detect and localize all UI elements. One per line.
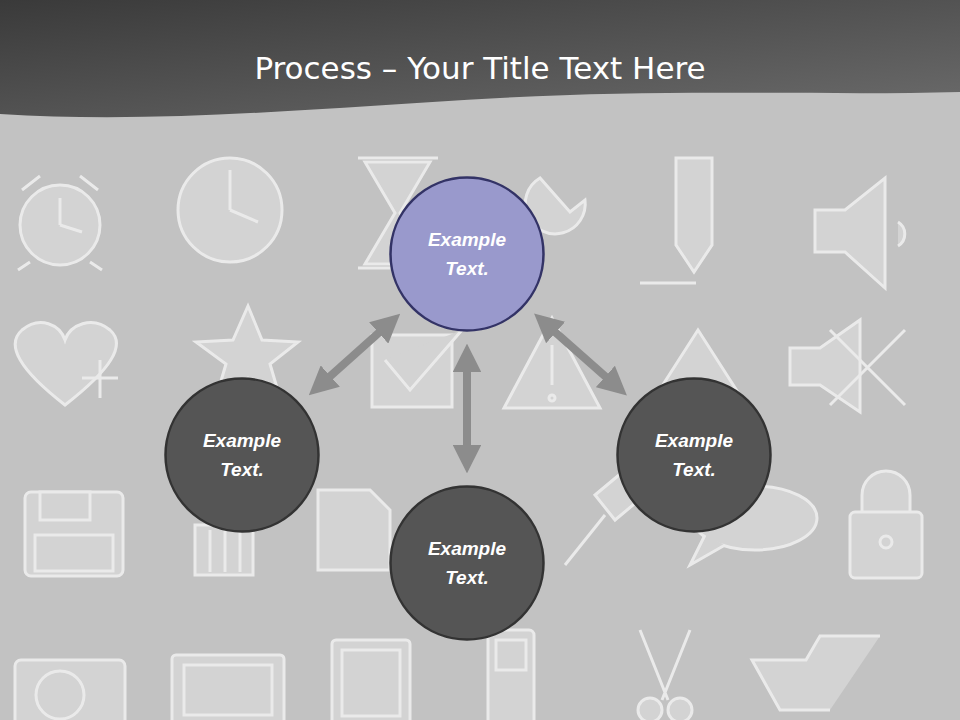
clock-icon [178,158,282,262]
circle-shape [618,379,771,532]
floppy-icon [40,492,90,520]
heart-plus-icon [82,360,118,398]
scissors-icon [640,630,690,700]
tablet-icon [332,640,410,720]
pencil-icon [640,158,712,283]
cart-icon [752,636,880,710]
scissors-icon [638,630,692,720]
process-circle: Example Text. [164,377,320,533]
phone-icon [488,630,534,720]
pushpin-icon [565,515,605,565]
monitor-icon [184,665,272,715]
floppy-icon [25,492,123,576]
lock-icon [862,471,910,512]
circle-outline [389,485,545,641]
speaker-icon [815,178,885,288]
alarm-clock-icon [18,262,102,270]
lock-icon [880,536,892,548]
alarm-clock-icon [22,176,98,190]
document-icon [318,490,390,570]
double-arrow [320,323,390,385]
process-circle: Example Text. [616,377,772,533]
icon-watermark [15,158,922,720]
node-text: Example Text. [411,225,523,283]
circle-shape [391,487,544,640]
speech-bubble-icon [690,535,725,565]
process-circle: Example Text. [389,176,545,332]
speaker-icon [898,222,905,246]
camera-icon [15,660,125,720]
phone-icon [496,640,526,670]
scissors-icon [668,698,692,720]
floppy-icon [35,535,113,571]
alarm-clock-icon [20,185,100,265]
heart-plus-icon [15,323,118,405]
speaker-icon [815,178,905,288]
camera-icon [36,671,84,719]
columns-icon [210,530,240,572]
header-band [0,0,960,117]
alarm-clock-icon [59,198,62,225]
cart-icon [752,636,880,710]
pencil-icon [676,158,712,272]
mute-icon [790,320,860,412]
clock-icon [229,170,232,210]
lock-icon [850,512,922,578]
lock-icon [850,471,922,578]
circle-outline [616,377,772,533]
tablet-icon [332,640,410,720]
clock-icon [230,210,258,222]
monitor-icon [172,655,284,720]
checkbox-icon [385,330,462,390]
mute-icon [790,320,905,412]
alarm-clock-icon [60,225,82,232]
alarm-clock-icon [18,176,102,270]
warning-icon [549,395,555,401]
clock-icon [178,158,282,262]
double-arrow [463,358,471,459]
scissors-icon [638,698,662,720]
node-text: Example Text. [638,426,750,484]
circle-shape [391,178,544,331]
camera-icon [15,660,125,720]
circle-shape [166,379,319,532]
circle-outline [389,176,545,332]
warning-icon [551,345,554,385]
node-text: Example Text. [411,534,523,592]
tablet-icon [342,650,400,716]
circle-outline [164,377,320,533]
mute-icon [830,330,905,405]
monitor-icon [172,655,284,720]
node-text: Example Text. [186,426,298,484]
process-circle: Example Text. [389,485,545,641]
slide-title: Process – Your Title Text Here [0,50,960,86]
checkbox-icon [372,330,462,407]
pencil-icon [640,282,696,285]
document-icon [318,490,390,570]
double-arrow [545,323,616,386]
phone-icon [488,630,534,720]
floppy-icon [25,492,123,576]
